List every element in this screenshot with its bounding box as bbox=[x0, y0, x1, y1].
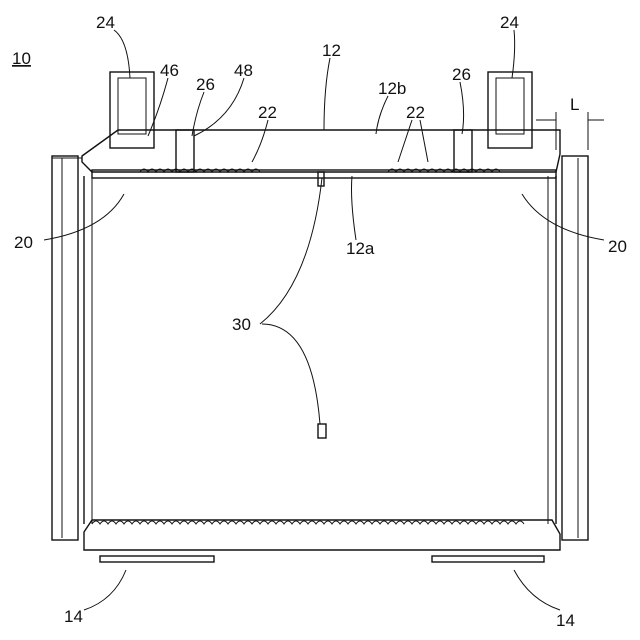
label-22-right: 22 bbox=[406, 103, 425, 122]
right-pipe bbox=[562, 156, 588, 540]
joint-body-bottom bbox=[84, 520, 560, 562]
part-30-lower bbox=[318, 424, 326, 438]
label-30: 30 bbox=[232, 315, 251, 334]
leader-lines bbox=[44, 30, 604, 610]
label-24-right: 24 bbox=[500, 13, 519, 32]
label-10: 10 bbox=[12, 49, 31, 68]
dimension-L bbox=[536, 112, 604, 150]
inner-pipe bbox=[84, 176, 556, 524]
label-14-left: 14 bbox=[64, 607, 83, 626]
label-24-left: 24 bbox=[96, 13, 115, 32]
left-pipe bbox=[52, 156, 82, 540]
label-L: L bbox=[570, 95, 579, 114]
label-46: 46 bbox=[160, 61, 179, 80]
label-12: 12 bbox=[322, 41, 341, 60]
label-48: 48 bbox=[234, 61, 253, 80]
joint-body-top bbox=[82, 72, 560, 186]
label-22-left: 22 bbox=[258, 103, 277, 122]
label-20-left: 20 bbox=[14, 233, 33, 252]
label-14-right: 14 bbox=[556, 611, 575, 630]
label-12a: 12a bbox=[346, 239, 375, 258]
label-12b: 12b bbox=[378, 79, 406, 98]
label-26-left: 26 bbox=[196, 75, 215, 94]
label-26-right: 26 bbox=[452, 65, 471, 84]
label-20-right: 20 bbox=[608, 237, 627, 256]
